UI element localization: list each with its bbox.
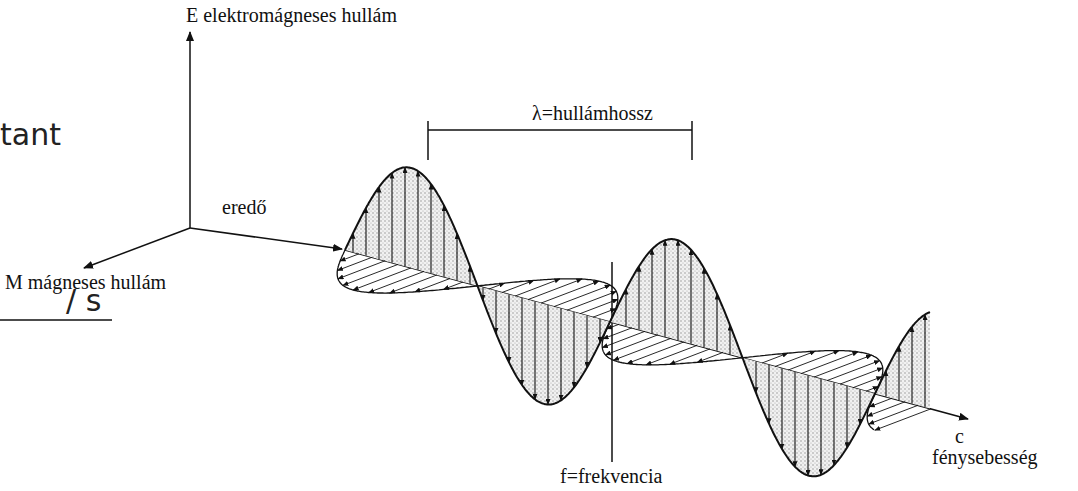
e-vector bbox=[625, 289, 626, 326]
e-vector bbox=[911, 327, 912, 404]
symbol-label: c bbox=[955, 425, 964, 447]
e-vector bbox=[417, 171, 418, 270]
e-vector bbox=[495, 291, 496, 334]
e-vector bbox=[898, 346, 899, 400]
e-vector bbox=[924, 315, 925, 408]
m-vector bbox=[444, 282, 464, 289]
e-vector bbox=[690, 250, 691, 344]
e-vector bbox=[833, 383, 834, 466]
m-vector bbox=[353, 268, 411, 290]
e-vector bbox=[378, 187, 379, 259]
e-vector bbox=[781, 368, 782, 449]
e-vector bbox=[404, 167, 405, 266]
e-vector bbox=[651, 249, 652, 333]
m-vector bbox=[580, 299, 618, 313]
wavelength-bracket bbox=[428, 129, 692, 131]
e-vector bbox=[768, 365, 769, 424]
e-vector bbox=[664, 240, 665, 336]
m-vector bbox=[337, 257, 372, 270]
e-field-curve bbox=[345, 167, 930, 476]
m-vector bbox=[670, 349, 710, 364]
e-vector bbox=[638, 266, 639, 330]
m-vector bbox=[602, 331, 645, 347]
e-vector bbox=[859, 390, 860, 425]
m-vector bbox=[515, 279, 560, 296]
e-vector bbox=[677, 240, 678, 340]
e-vector bbox=[547, 305, 548, 405]
e-vector bbox=[794, 372, 795, 467]
underline bbox=[0, 319, 112, 321]
e-vector bbox=[599, 319, 600, 343]
e-vector bbox=[703, 268, 704, 347]
m-vector bbox=[415, 279, 450, 292]
m-vector bbox=[775, 351, 815, 366]
e-vector bbox=[716, 294, 717, 351]
e-vector bbox=[846, 386, 847, 448]
e-field-fill bbox=[345, 167, 930, 476]
m-vector bbox=[875, 409, 931, 430]
m-vector bbox=[840, 368, 883, 384]
resultant-arrow bbox=[190, 228, 342, 249]
e-vector bbox=[729, 325, 730, 354]
m-vector bbox=[869, 405, 918, 424]
m-vector bbox=[369, 271, 424, 292]
m-vector bbox=[827, 361, 880, 381]
e-vector bbox=[508, 294, 509, 362]
fragment-text: tant bbox=[0, 118, 61, 151]
frequency-line bbox=[611, 262, 613, 462]
e-vector bbox=[560, 309, 561, 401]
wavelength-tick bbox=[691, 121, 693, 160]
e-vector bbox=[573, 312, 574, 387]
m-vector bbox=[567, 291, 616, 310]
e-vector bbox=[755, 361, 756, 392]
e-vector bbox=[430, 184, 431, 273]
m-vector bbox=[338, 261, 385, 279]
e-vector bbox=[586, 316, 587, 368]
e-vector bbox=[391, 173, 392, 263]
m-vector bbox=[627, 342, 684, 364]
e-vector bbox=[443, 206, 444, 277]
e-vector bbox=[820, 379, 821, 475]
fragment-text: / s bbox=[66, 284, 101, 317]
m-vector bbox=[646, 345, 697, 364]
m-vector bbox=[801, 352, 858, 374]
wavelength-tick bbox=[427, 121, 429, 160]
m-vector bbox=[697, 352, 723, 362]
e-vector bbox=[534, 302, 535, 400]
m-vector bbox=[554, 285, 610, 306]
m-vector bbox=[528, 279, 582, 300]
dimension-label: λ=hullámhossz bbox=[532, 102, 653, 124]
axis-label: E elektromágneses hullám bbox=[186, 4, 397, 26]
e-vector bbox=[807, 376, 808, 476]
m-vector bbox=[489, 283, 505, 289]
axis-label: eredő bbox=[222, 196, 266, 218]
m-vector bbox=[390, 275, 437, 293]
m-field-curve bbox=[337, 250, 883, 430]
m-vector bbox=[541, 281, 599, 303]
e-vector bbox=[365, 208, 366, 256]
m-vector bbox=[614, 338, 672, 360]
e-vector bbox=[885, 371, 886, 397]
m-vector bbox=[343, 264, 398, 285]
axis-label: fénysebesség bbox=[932, 446, 1038, 468]
m-vector bbox=[340, 254, 359, 261]
m-vector bbox=[605, 335, 658, 355]
m-vector bbox=[867, 402, 905, 416]
e-vector bbox=[521, 298, 522, 385]
m-vector bbox=[762, 353, 788, 363]
e-axis bbox=[189, 32, 191, 228]
e-vector bbox=[456, 234, 457, 281]
axis-label: f=frekvencia bbox=[560, 465, 662, 487]
m-vector bbox=[788, 351, 839, 371]
m-vector bbox=[814, 355, 872, 377]
m-axis bbox=[84, 228, 190, 268]
